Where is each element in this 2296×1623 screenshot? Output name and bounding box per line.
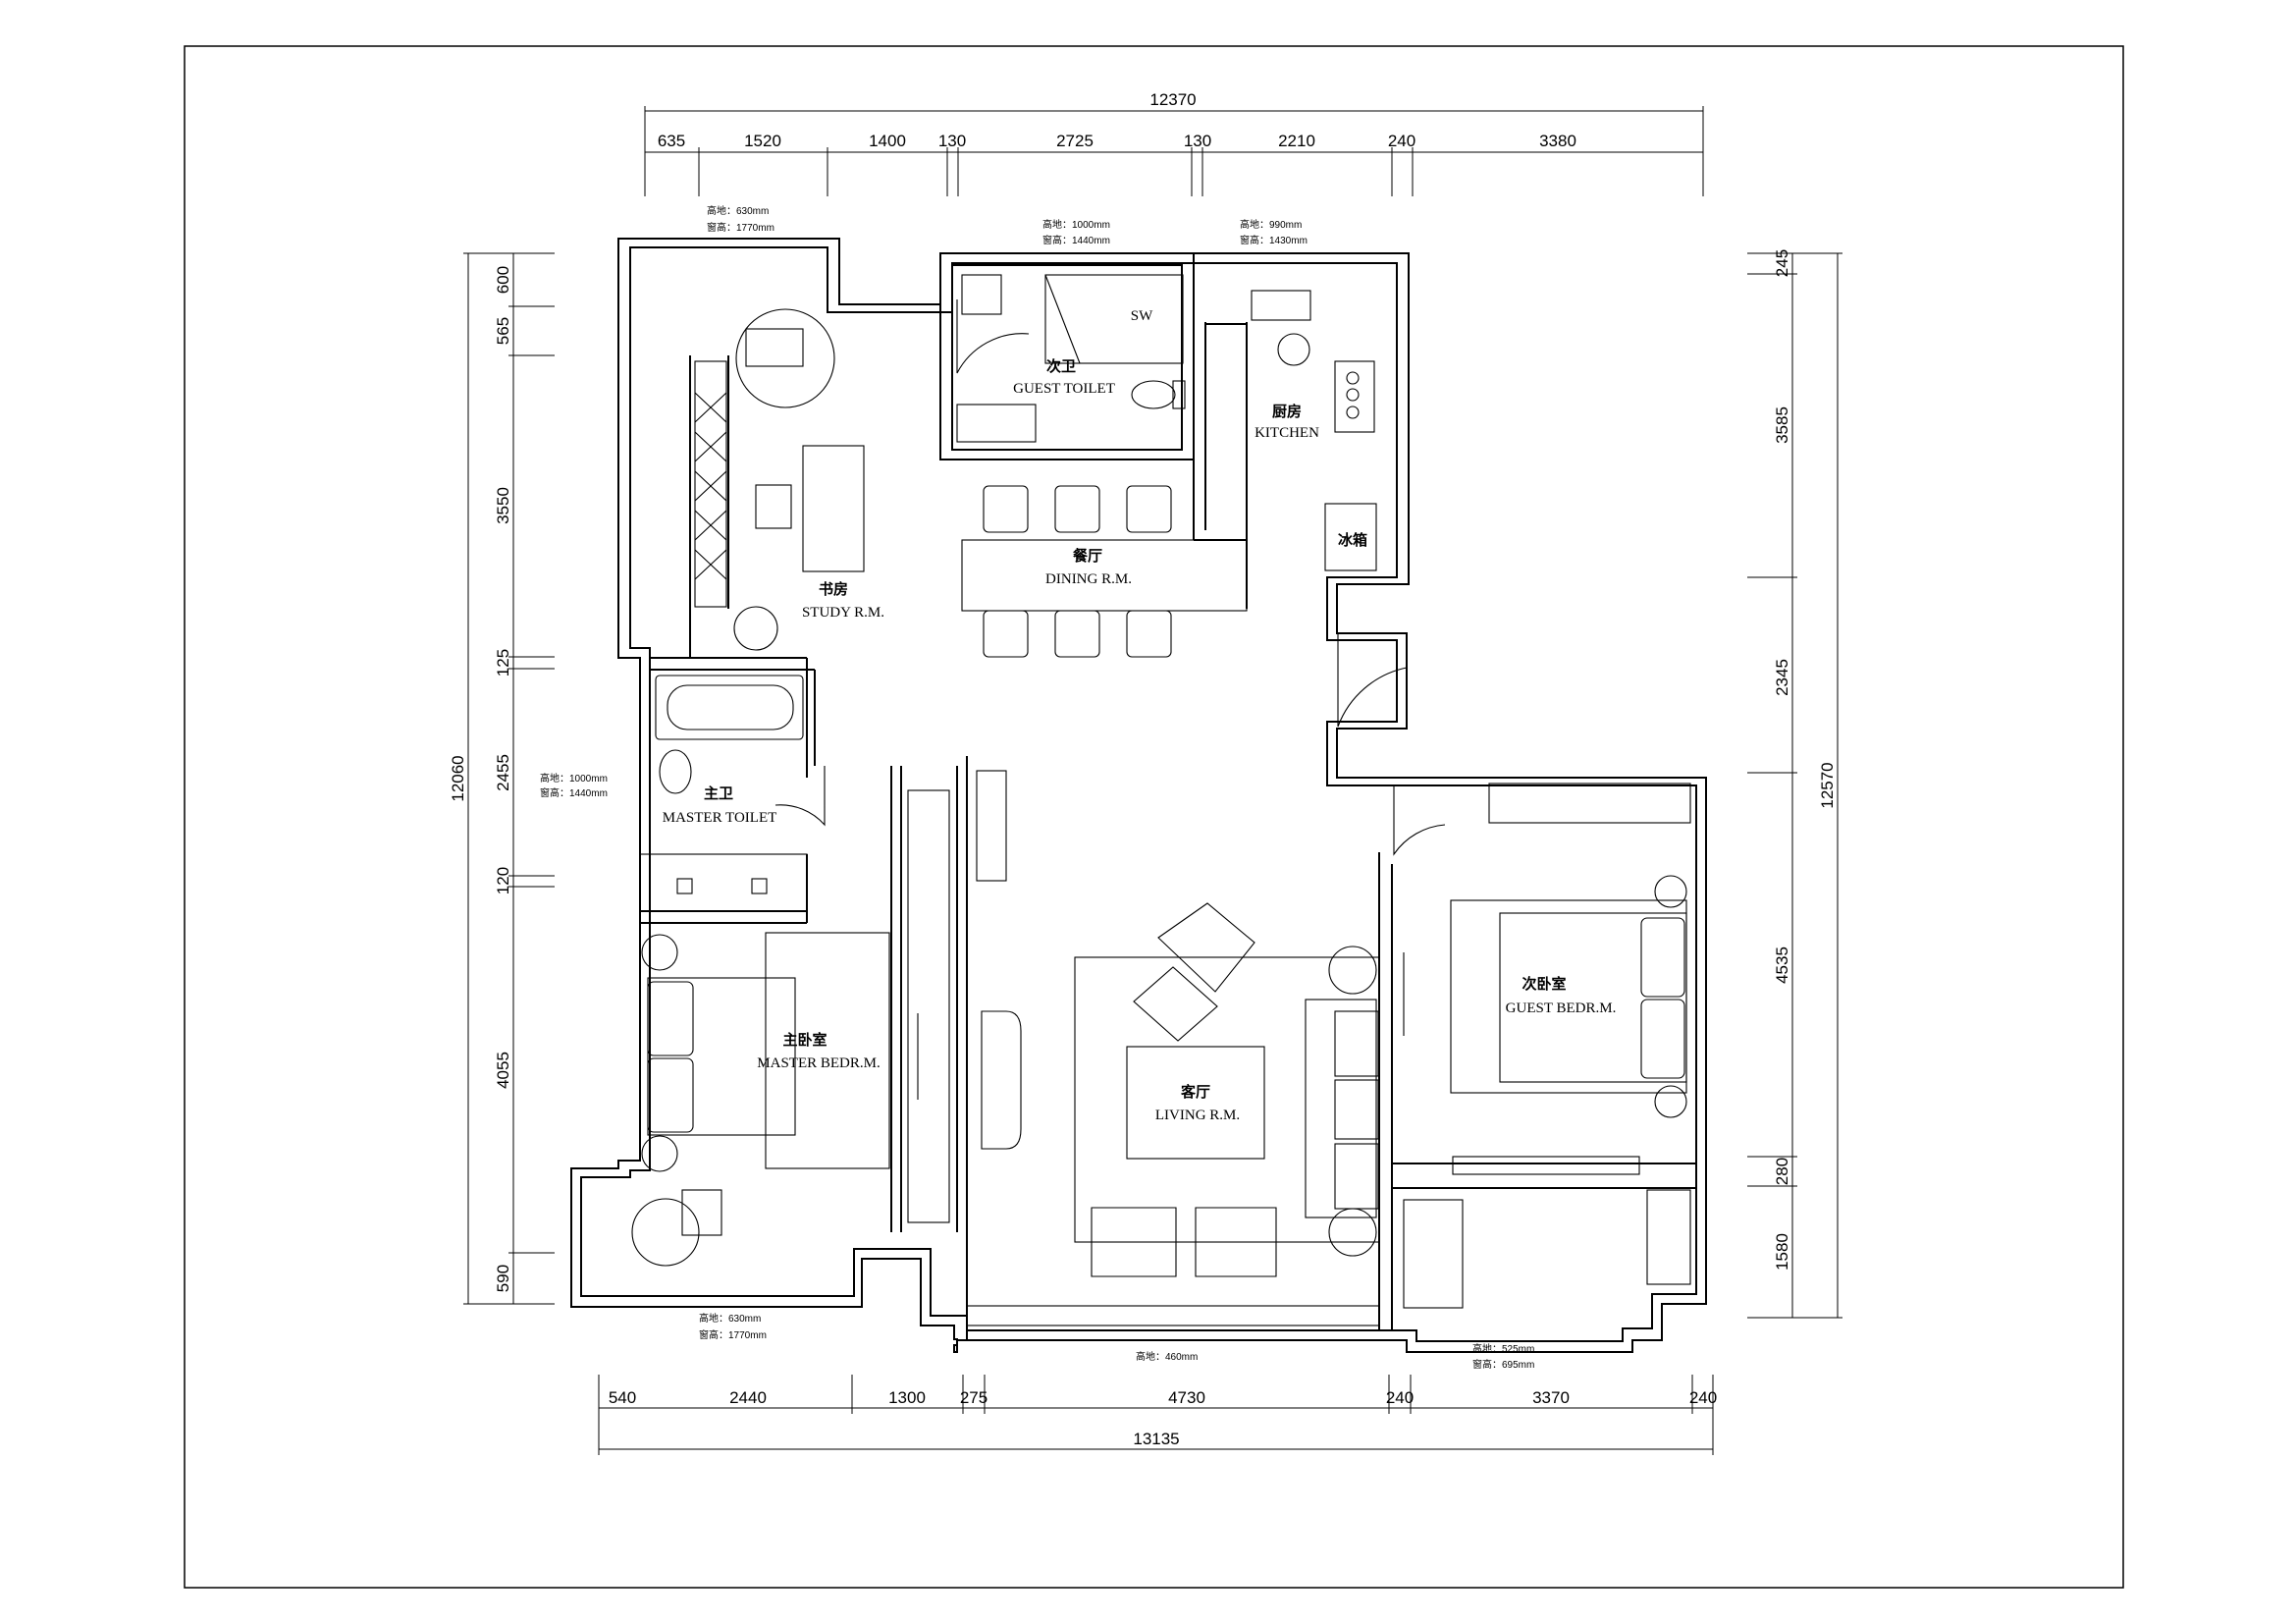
living-room-furniture [966,902,1380,1326]
dim-top-seg-3: 1400 [869,132,906,150]
dim-left-total: 12060 [449,755,467,801]
living-label-cn: 客厅 [1180,1083,1210,1101]
dim-bottom-seg-7: 3370 [1532,1388,1570,1407]
master-toilet-label-cn: 主卫 [704,784,733,802]
exterior-walls [570,238,1707,1353]
dim-top-seg-7: 2210 [1278,132,1315,150]
study-furniture [694,308,865,651]
master-bedroom-label-cn: 主卧室 [782,1031,827,1049]
dim-right-seg-1: 245 [1773,249,1791,277]
toilet-window-note-1: 高地：1000mm [1042,218,1110,231]
dim-top-seg-5: 2725 [1056,132,1094,150]
guest-bedroom-furniture [1403,783,1691,1309]
dim-top-seg-8: 240 [1388,132,1415,150]
dim-right-seg-5: 280 [1773,1158,1791,1185]
dim-right-seg-3: 2345 [1773,659,1791,696]
dim-top-seg-9: 3380 [1539,132,1576,150]
living-window-note: 高地：460mm [1136,1350,1198,1363]
guest-bedroom-label-cn: 次卧室 [1522,975,1566,993]
dim-top-seg-4: 130 [938,132,966,150]
guest-toilet-label-cn: 次卫 [1046,357,1076,375]
kitchen-label-en: KITCHEN [1255,425,1319,441]
dim-left-seg-1: 600 [494,266,512,294]
study-window-note-1: 高地：630mm [707,204,769,217]
dimensions-right [1747,252,1842,1319]
dim-bottom-seg-8: 240 [1689,1388,1717,1407]
study-window-note-2: 窗高：1770mm [707,221,774,234]
dim-bottom-seg-4: 275 [960,1388,988,1407]
dim-right-seg-6: 1580 [1773,1233,1791,1271]
guest-bed-window-note-1: 高地：525mm [1472,1342,1534,1355]
shower-label: SW [1131,308,1153,324]
dim-left-seg-2: 565 [494,317,512,345]
master-bed-window-note-2: 窗高：1770mm [699,1328,767,1341]
dimensions-top [644,106,1704,196]
dining-furniture [961,485,1248,658]
dim-bottom-seg-6: 240 [1386,1388,1414,1407]
dim-right-total: 12570 [1818,762,1837,808]
dim-left-seg-3: 3550 [494,487,512,524]
fridge-label: 冰箱 [1338,531,1367,549]
dim-top-total: 12370 [1149,90,1196,109]
interior-walls [640,252,1696,1340]
dim-bottom-seg-1: 540 [609,1388,636,1407]
living-label-en: LIVING R.M. [1155,1108,1240,1123]
toilet-window-note-2: 窗高：1440mm [1042,234,1110,246]
guest-bed-window-note-2: 窗高：695mm [1472,1358,1534,1371]
dim-left-seg-6: 120 [494,867,512,894]
master-bedroom-label-en: MASTER BEDR.M. [757,1055,880,1071]
dim-top-seg-2: 1520 [744,132,781,150]
kitchen-window-note-2: 窗高：1430mm [1240,234,1308,246]
master-bedroom-furniture [631,770,1022,1267]
dim-top-seg-1: 635 [658,132,685,150]
master-toilet-fixtures [639,675,808,912]
master-toilet-window-note-2: 窗高：1440mm [540,786,608,799]
kitchen-label-cn: 厨房 [1272,403,1302,420]
dim-bottom-seg-3: 1300 [888,1388,926,1407]
dining-label-en: DINING R.M. [1045,571,1132,587]
dimensions-bottom [598,1375,1714,1455]
dim-right-seg-4: 4535 [1773,947,1791,984]
sheet-frame [184,45,2124,1589]
dim-top-seg-6: 130 [1184,132,1211,150]
guest-toilet-label-en: GUEST TOILET [1013,381,1115,397]
study-label-en: STUDY R.M. [802,605,884,621]
guest-bedroom-label-en: GUEST BEDR.M. [1506,1001,1617,1016]
master-toilet-label-en: MASTER TOILET [663,810,777,826]
doors [774,299,1446,1100]
dim-bottom-seg-5: 4730 [1168,1388,1205,1407]
master-toilet-window-note-1: 高地：1000mm [540,772,608,784]
kitchen-window-note-1: 高地：990mm [1240,218,1302,231]
dim-bottom-total: 13135 [1133,1430,1179,1448]
kitchen-fixtures [1251,290,1377,571]
dim-right-seg-2: 3585 [1773,406,1791,444]
dim-left-seg-5: 2455 [494,754,512,791]
study-label-cn: 书房 [819,580,848,598]
dim-left-seg-7: 4055 [494,1052,512,1089]
dim-left-seg-8: 590 [494,1265,512,1292]
master-bed-window-note-1: 高地：630mm [699,1312,761,1325]
guest-toilet-fixtures [956,274,1186,443]
dimensions-left [463,252,555,1305]
dining-label-cn: 餐厅 [1073,547,1102,565]
dim-left-seg-4: 125 [494,649,512,676]
dim-bottom-seg-2: 2440 [729,1388,767,1407]
